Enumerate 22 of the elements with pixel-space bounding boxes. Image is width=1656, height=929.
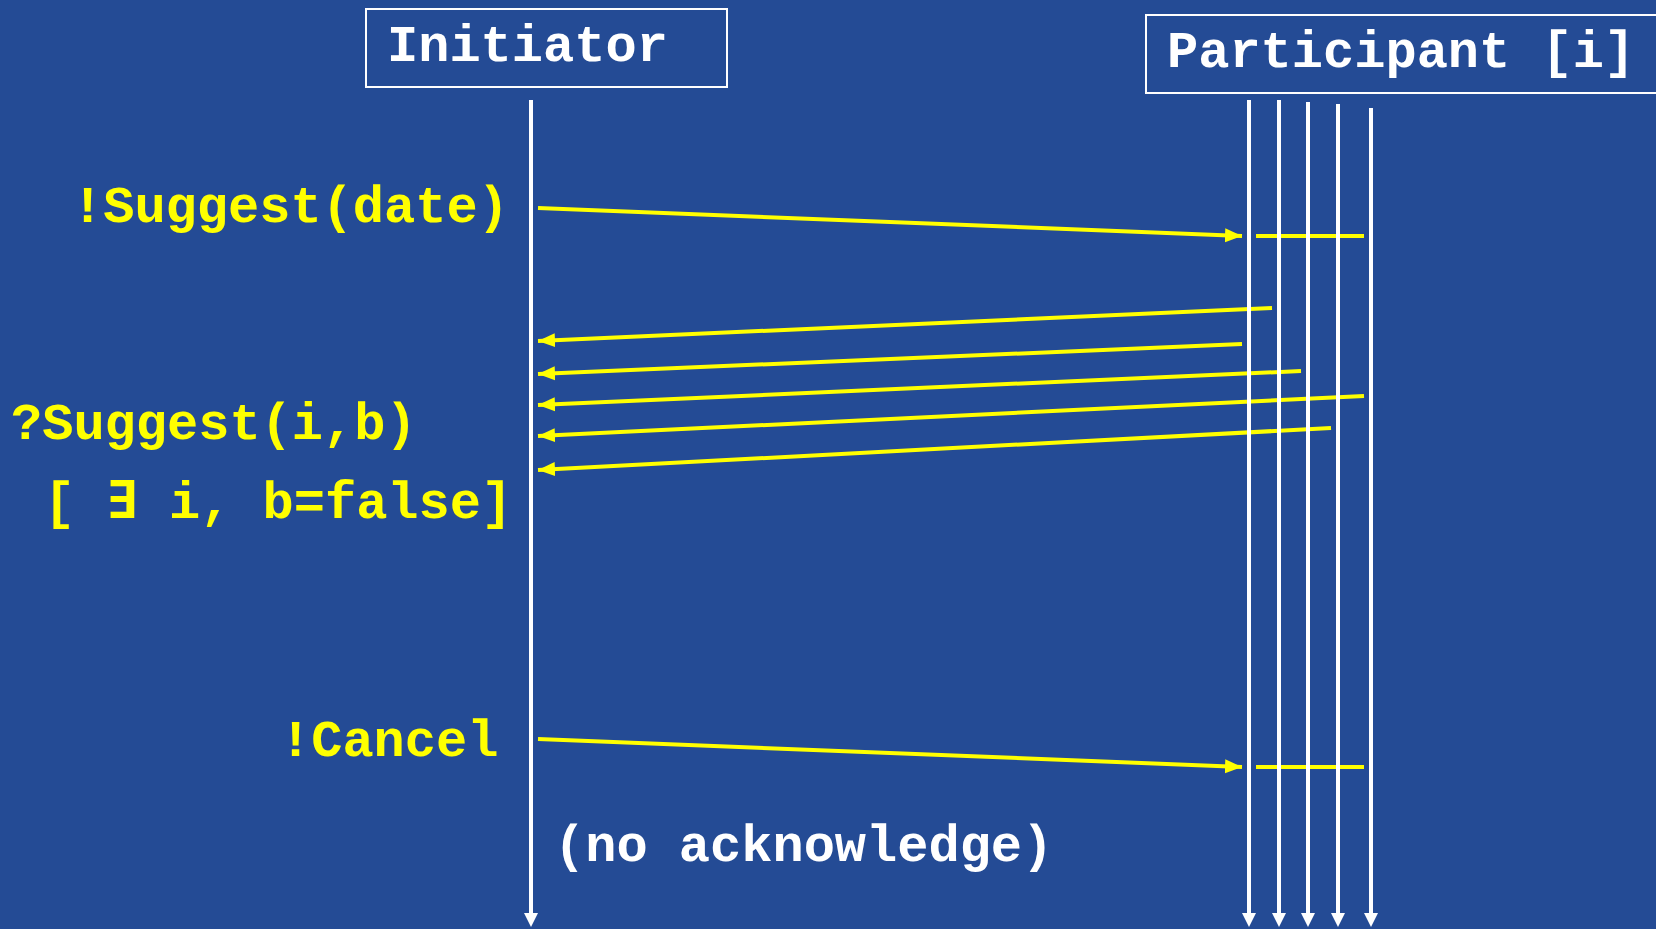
message-arrow [537,394,1365,443]
lifeline-header-box: Participant [i] [1145,14,1656,94]
lifeline [1364,108,1378,929]
message-line [1256,234,1364,238]
lifeline [1272,100,1286,929]
message-arrow [537,342,1243,381]
lifeline-header-box: Initiator [365,8,728,88]
message-arrow [537,306,1273,348]
lifeline [1331,104,1345,929]
lifeline [1242,100,1256,929]
message-arrow [537,206,1243,243]
message-label: [ ∃ i, b=false] [44,479,513,531]
message-arrow [537,737,1243,774]
message-line [1256,765,1364,769]
message-label: !Cancel [280,717,499,769]
lifeline [524,100,538,929]
message-label: ?Suggest(i,b) [11,400,417,452]
lifeline [1301,102,1315,929]
message-label: !Suggest(date) [72,183,509,235]
message-arrow [537,369,1302,412]
message-arrow [537,426,1332,477]
message-label: (no acknowledge) [554,822,1054,874]
